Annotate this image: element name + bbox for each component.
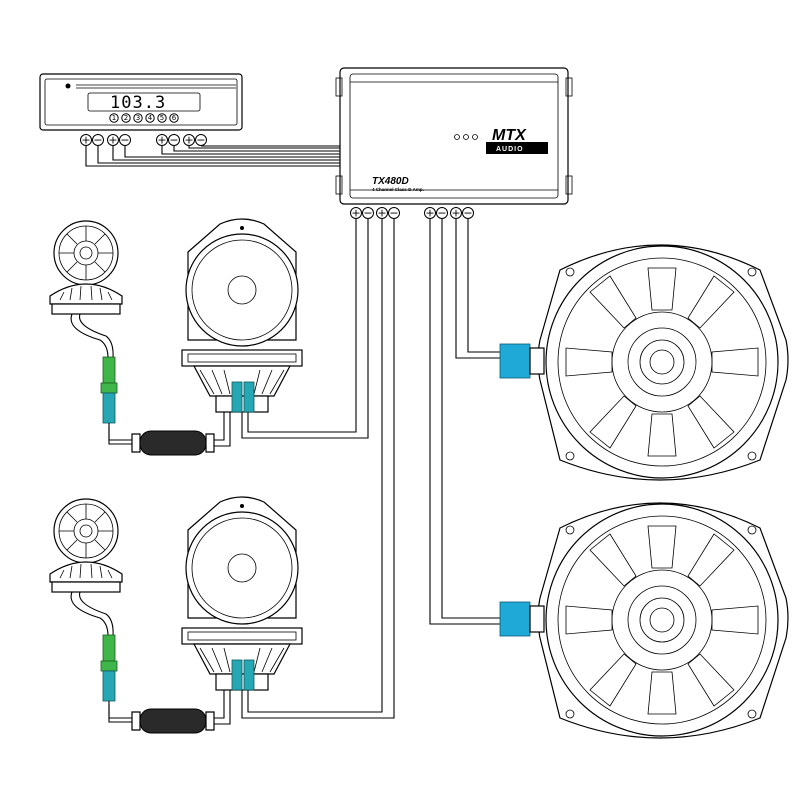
terminal-label: + bbox=[157, 134, 166, 147]
terminal-label: + bbox=[184, 134, 193, 147]
amp-brand-sub: AUDIO bbox=[496, 146, 524, 153]
terminal-label: + bbox=[377, 207, 386, 220]
terminal-label: + bbox=[351, 207, 360, 220]
preset-button: 2 bbox=[124, 114, 128, 122]
connector-blue-icon bbox=[499, 343, 531, 379]
component-set-rear bbox=[49, 496, 303, 734]
terminal-label: − bbox=[389, 207, 398, 220]
tweeter-icon bbox=[49, 498, 123, 593]
led-icon bbox=[454, 134, 460, 140]
input-wires bbox=[85, 145, 348, 167]
display-frequency: 103.3 bbox=[110, 93, 166, 113]
ferrite-core-icon bbox=[131, 708, 215, 734]
amp-output-terminals: + − + − + − + − bbox=[350, 207, 474, 220]
amp-brand: MTX bbox=[492, 127, 527, 144]
head-unit-terminals: + − + − + − + − bbox=[80, 134, 207, 147]
terminal-label: − bbox=[463, 207, 472, 220]
subwoofer-icon bbox=[499, 244, 789, 481]
midrange-speaker-icon bbox=[181, 218, 303, 413]
preset-buttons: 1 2 3 4 5 6 bbox=[109, 113, 179, 123]
preset-button: 4 bbox=[148, 114, 153, 122]
ferrite-core-icon bbox=[131, 430, 215, 456]
connector-teal-icon bbox=[102, 392, 116, 424]
midrange-speaker-icon bbox=[181, 496, 303, 691]
terminal-label: − bbox=[169, 134, 178, 147]
subwoofer-icon bbox=[499, 502, 789, 739]
preset-button: 1 bbox=[112, 114, 116, 122]
terminal-label: + bbox=[108, 134, 117, 147]
power-knob-icon bbox=[65, 83, 71, 89]
terminal-label: + bbox=[451, 207, 460, 220]
connector-green-icon bbox=[102, 634, 116, 662]
led-icon bbox=[463, 134, 469, 140]
tweeter-icon bbox=[49, 220, 123, 315]
component-set-front bbox=[49, 218, 303, 456]
amp-description: 4 Channel Class-D Amp. bbox=[372, 187, 424, 192]
terminal-label: − bbox=[363, 207, 372, 220]
output-wires bbox=[241, 219, 502, 719]
terminal-label: − bbox=[93, 134, 102, 147]
connector-green-icon bbox=[102, 356, 116, 384]
head-unit: 103.3 1 2 3 4 5 6 + − + − + − + − bbox=[39, 73, 243, 147]
terminal-label: + bbox=[81, 134, 90, 147]
amplifier: MTX AUDIO TX480D 4 Channel Class-D Amp. … bbox=[335, 67, 573, 220]
preset-button: 5 bbox=[160, 114, 164, 122]
connector-blue-icon bbox=[499, 601, 531, 637]
head-unit-display bbox=[87, 92, 201, 112]
terminal-label: + bbox=[425, 207, 434, 220]
connector-teal-icon bbox=[102, 670, 116, 702]
preset-button: 3 bbox=[136, 114, 140, 122]
amp-model: TX480D bbox=[372, 176, 409, 187]
preset-button: 6 bbox=[172, 114, 177, 122]
led-icon bbox=[472, 134, 478, 140]
terminal-label: − bbox=[120, 134, 129, 147]
terminal-label: − bbox=[196, 134, 205, 147]
terminal-label: − bbox=[437, 207, 446, 220]
